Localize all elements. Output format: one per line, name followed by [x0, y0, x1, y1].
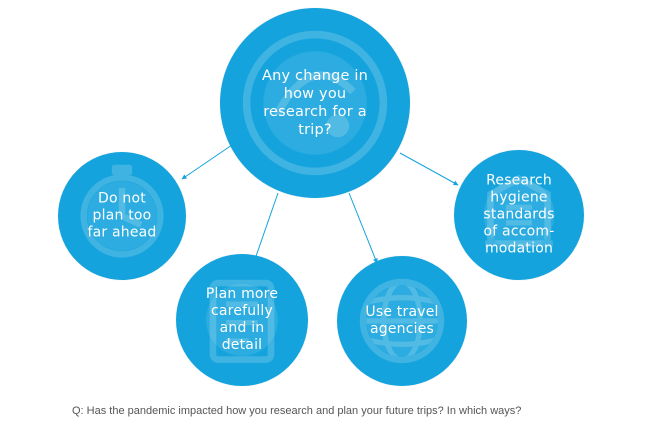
outcome-node-plan-more-carefully: Plan more carefully and in detail	[176, 254, 308, 386]
hotel-icon	[485, 174, 553, 247]
connector-4	[399, 152, 459, 186]
connector-2	[253, 192, 279, 263]
center-question-node: Any change in how you research for a tri…	[220, 8, 410, 198]
watermark-trip-icon	[242, 30, 388, 176]
connector-1	[181, 144, 233, 180]
outcome-node-research-hygiene-standards: Research hygiene standards of accom- mod…	[454, 150, 584, 280]
outcome-label-use-travel-agencies: Use travel agencies	[365, 304, 439, 337]
center-question-label: Any change in how you research for a tri…	[261, 68, 369, 138]
outcome-node-use-travel-agencies: Use travel agencies	[337, 256, 467, 386]
outcome-label-research-hygiene-standards: Research hygiene standards of accom- mod…	[483, 172, 555, 257]
outcome-label-do-not-plan-too-far-ahead: Do not plan too far ahead	[87, 190, 157, 241]
globe-icon	[359, 278, 445, 364]
outcome-label-plan-more-carefully: Plan more carefully and in detail	[205, 286, 279, 353]
clock-icon	[80, 164, 164, 258]
checklist-icon	[209, 279, 275, 363]
outcome-node-do-not-plan-too-far-ahead: Do not plan too far ahead	[58, 152, 186, 280]
connector-3	[348, 192, 378, 264]
survey-question-caption: Q: Has the pandemic impacted how you res…	[72, 405, 522, 417]
